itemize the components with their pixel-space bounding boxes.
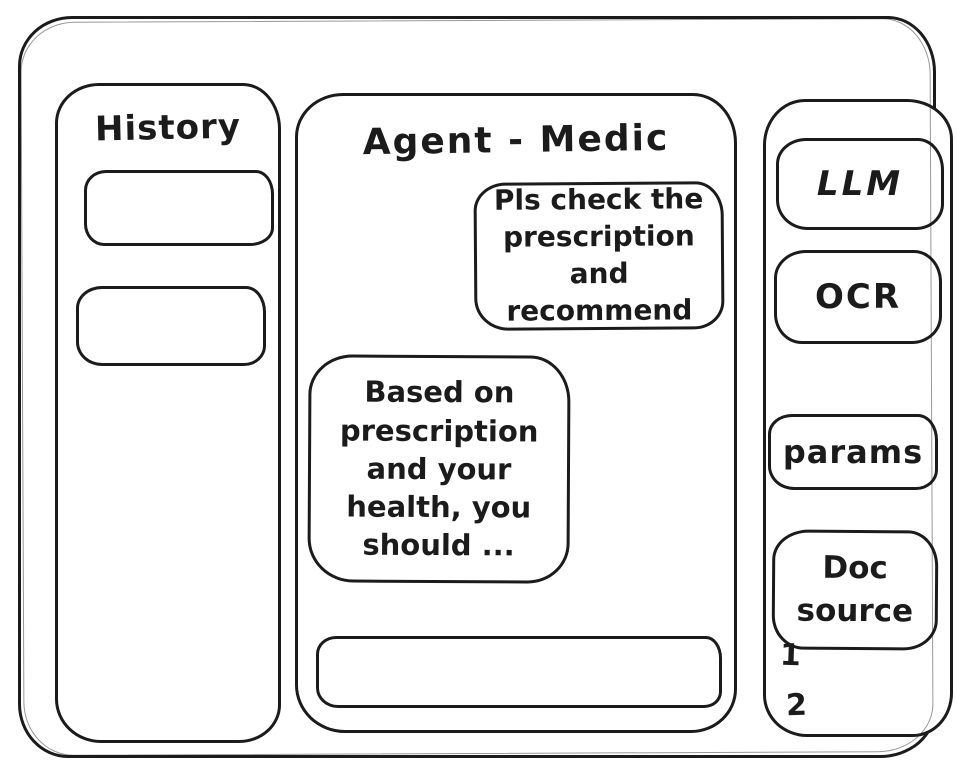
chat-panel: Agent - Medic Pls check the prescription…	[295, 93, 737, 733]
history-title: History	[94, 106, 242, 150]
user-message-bubble: Pls check the prescription and recommend	[473, 181, 725, 331]
ocr-button[interactable]: OCR	[774, 250, 942, 344]
llm-button[interactable]: LLM	[776, 138, 944, 230]
history-item[interactable]	[76, 286, 266, 366]
doc-source-button[interactable]: Doc source	[771, 529, 939, 651]
doc-source-item-2[interactable]: 2	[785, 687, 808, 724]
app-frame: History Agent - Medic Pls check the pres…	[18, 16, 953, 758]
history-item[interactable]	[84, 170, 274, 246]
chat-title: Agent - Medic	[362, 117, 670, 164]
agent-message-bubble: Based on prescription and your health, y…	[307, 354, 571, 584]
doc-source-item-1[interactable]: 1	[779, 637, 802, 674]
history-sidebar: History	[55, 83, 281, 743]
params-button[interactable]: params	[768, 414, 938, 490]
tools-sidebar: LLM OCR params Doc source 1 2	[763, 99, 953, 737]
message-input[interactable]	[316, 636, 722, 708]
